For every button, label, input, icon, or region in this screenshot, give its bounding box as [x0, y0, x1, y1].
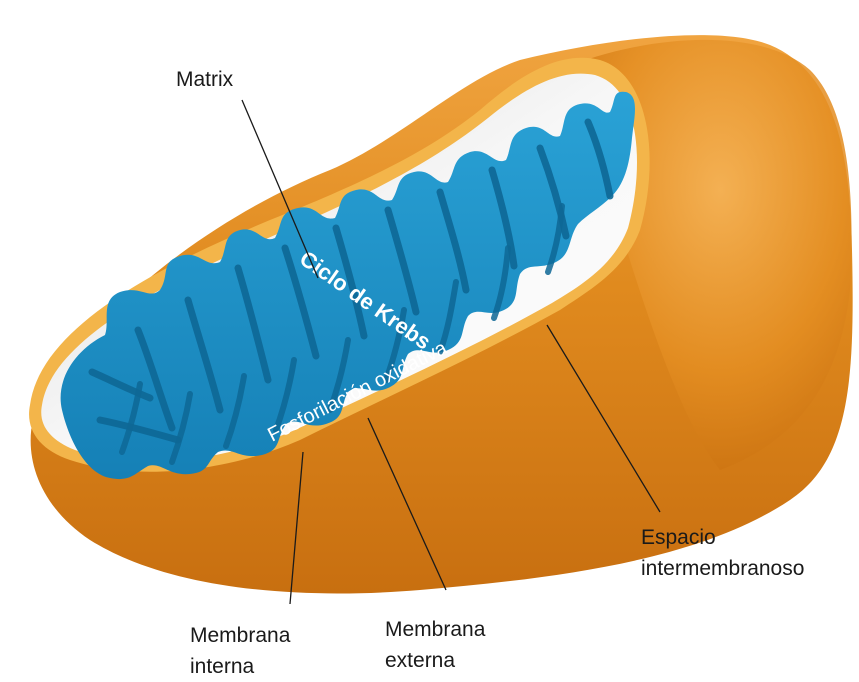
- membrana-interna-label-line1: Membrana: [190, 624, 291, 647]
- membrana-externa-label-line2: externa: [385, 649, 455, 672]
- matrix-label: Matrix: [176, 68, 234, 91]
- membrana-externa-label-line1: Membrana: [385, 618, 486, 641]
- espacio-label-line1: Espacio: [641, 526, 716, 549]
- membrana-interna-label-line2: interna: [190, 655, 255, 678]
- espacio-label-line2: intermembranoso: [641, 557, 804, 580]
